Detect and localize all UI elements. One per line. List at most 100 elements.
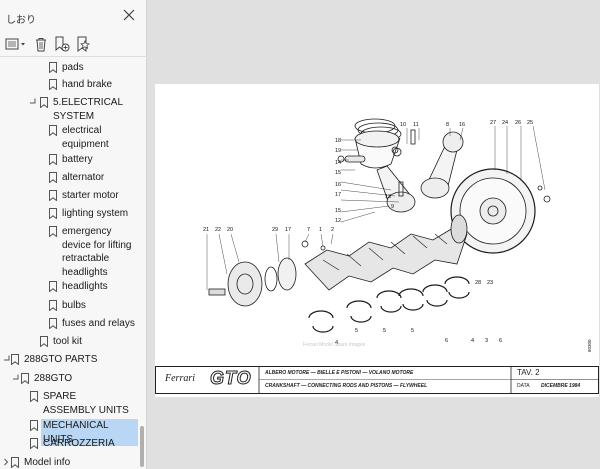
bookmark-label: emergency device for lifting retractable… — [62, 226, 132, 278]
bookmarks-panel-header: しおり — [0, 0, 146, 30]
main-bearing-shell — [308, 310, 334, 319]
bookmark-item-model-info[interactable]: Model info — [0, 455, 138, 469]
callout-label: 26 — [515, 120, 521, 126]
bookmark-star-icon — [77, 36, 90, 52]
callout-label: 15 — [335, 208, 341, 214]
main-bearing-shell — [444, 276, 470, 285]
bookmark-icon — [30, 391, 38, 402]
bookmark-item-emergency-device[interactable]: emergency device for lifting retractable… — [0, 224, 138, 280]
expanded-chevron-icon[interactable] — [3, 355, 11, 363]
bookmark-item-fuses-and-relays[interactable]: fuses and relays — [0, 316, 138, 330]
bookmark-label: 288GTO — [34, 373, 73, 384]
bookmark-item-lighting-system[interactable]: lighting system — [0, 206, 138, 220]
collapsed-chevron-icon[interactable] — [2, 458, 10, 466]
bookmark-label: bulbs — [62, 300, 86, 311]
close-icon[interactable] — [123, 9, 135, 21]
delete-bookmark-button[interactable] — [33, 35, 49, 53]
bookmark-item-spare-assembly-units[interactable]: SPARE ASSEMBLY UNITS — [0, 389, 138, 417]
crankshaft-shading — [322, 233, 448, 271]
bookmark-icon — [49, 172, 57, 183]
main-bearing-shell — [426, 299, 448, 307]
bookmark-item-headlights[interactable]: headlights — [0, 279, 138, 293]
callout-label: 5 — [383, 328, 386, 334]
bookmark-icon — [30, 420, 38, 431]
bookmark-icon — [49, 318, 57, 329]
bookmark-item-288gto[interactable]: 288GTO — [0, 371, 138, 385]
bookmark-icon — [49, 154, 57, 165]
bookmark-item-starter-motor[interactable]: starter motor — [0, 188, 138, 202]
callout-label: 11 — [413, 122, 419, 128]
bookmark-item-electrical-system[interactable]: 5.ELECTRICAL SYSTEM — [0, 95, 138, 123]
bookmark-icon — [49, 125, 57, 136]
rod-bolt — [410, 129, 416, 145]
flywheel-bore — [487, 205, 499, 217]
bookmark-label: electrical equipment — [62, 125, 109, 150]
main-bearing-shell — [422, 284, 448, 293]
crankshaft-pulley — [227, 261, 263, 307]
piston-crown — [354, 130, 400, 148]
ferrari-logo: Ferrari — [165, 373, 195, 384]
bookmark-item-pads[interactable]: pads — [0, 60, 138, 74]
bookmark-label: hand brake — [62, 79, 113, 90]
bookmark-label: battery — [62, 154, 93, 165]
trash-icon — [36, 37, 46, 51]
expanded-chevron-icon[interactable] — [29, 98, 37, 106]
expanded-chevron-icon[interactable] — [12, 374, 20, 382]
bookmark-item-hand-brake[interactable]: hand brake — [0, 77, 138, 91]
bookmark-label: 288GTO PARTS — [24, 354, 98, 365]
bookmark-icon — [49, 62, 57, 73]
callout-label: 20 — [227, 227, 233, 233]
flywheel-bolt — [537, 185, 543, 191]
woodruff-key — [301, 240, 309, 248]
thrust-bearing — [402, 303, 424, 311]
bookmark-item-carrozzeria[interactable]: CARROZZERIA — [0, 436, 138, 450]
circlip — [337, 155, 345, 163]
callout-label: 8 — [446, 122, 449, 128]
add-bookmark-icon — [55, 36, 70, 52]
date-label: DATA — [517, 383, 530, 389]
main-bearing-shell — [350, 315, 372, 323]
document-viewer[interactable]: 18 19 14 15 16 17 12 15 10 11 8 16 27 24… — [147, 0, 600, 469]
bookmark-item-electrical-equipment[interactable]: electrical equipment — [0, 123, 138, 151]
rod-big-end — [386, 191, 416, 213]
options-menu-button[interactable] — [5, 35, 27, 53]
bookmark-label: lighting system — [62, 208, 129, 219]
bookmark-item-battery[interactable]: battery — [0, 152, 138, 166]
bookmark-item-mechanical-units[interactable]: MECHANICAL UNITS — [0, 418, 138, 446]
main-bearing-shell — [380, 305, 402, 313]
leader-line — [340, 139, 400, 223]
main-bearing-shell — [346, 300, 372, 309]
callout-label: 24 — [502, 120, 508, 126]
find-bookmark-button[interactable] — [74, 35, 92, 53]
new-bookmark-button[interactable] — [53, 35, 71, 53]
main-bearing-shell — [312, 325, 334, 333]
bookmark-label: CARROZZERIA — [43, 438, 115, 449]
bookmark-scrollbar[interactable] — [138, 58, 146, 469]
callout-label: 16 — [459, 122, 465, 128]
rod-big-end — [420, 177, 450, 199]
gto-logo: GTO — [210, 368, 252, 389]
bookmark-item-288gto-parts[interactable]: 288GTO PARTS — [0, 352, 138, 366]
date-value: DICEMBRE 1984 — [541, 383, 581, 389]
plate-number: TAV. 2 — [517, 368, 540, 377]
bookmark-icon — [49, 300, 57, 311]
bookmark-icon — [49, 79, 57, 90]
callout-label: 17 — [335, 192, 341, 198]
callout-label: 12 — [335, 218, 341, 224]
piston-pin — [344, 155, 366, 163]
leader-line — [406, 125, 546, 191]
list-options-icon — [5, 38, 25, 50]
description-english: CRANKSHAFT — CONNECTING RODS AND PISTONS… — [265, 383, 428, 389]
bookmark-item-alternator[interactable]: alternator — [0, 170, 138, 184]
bookmark-icon — [11, 457, 19, 468]
bookmark-icon — [40, 97, 48, 108]
bookmark-item-bulbs[interactable]: bulbs — [0, 298, 138, 312]
callout-label: 19 — [335, 148, 341, 154]
callout-label: 2 — [331, 227, 334, 233]
bookmark-scrollbar-thumb[interactable] — [140, 426, 144, 467]
callout-label: 10 — [400, 122, 406, 128]
bookmark-label: SPARE ASSEMBLY UNITS — [43, 391, 129, 416]
drawing-code: 60300 — [587, 339, 592, 352]
bookmark-label: pads — [62, 62, 84, 73]
bookmark-item-tool-kit[interactable]: tool kit — [0, 334, 138, 348]
